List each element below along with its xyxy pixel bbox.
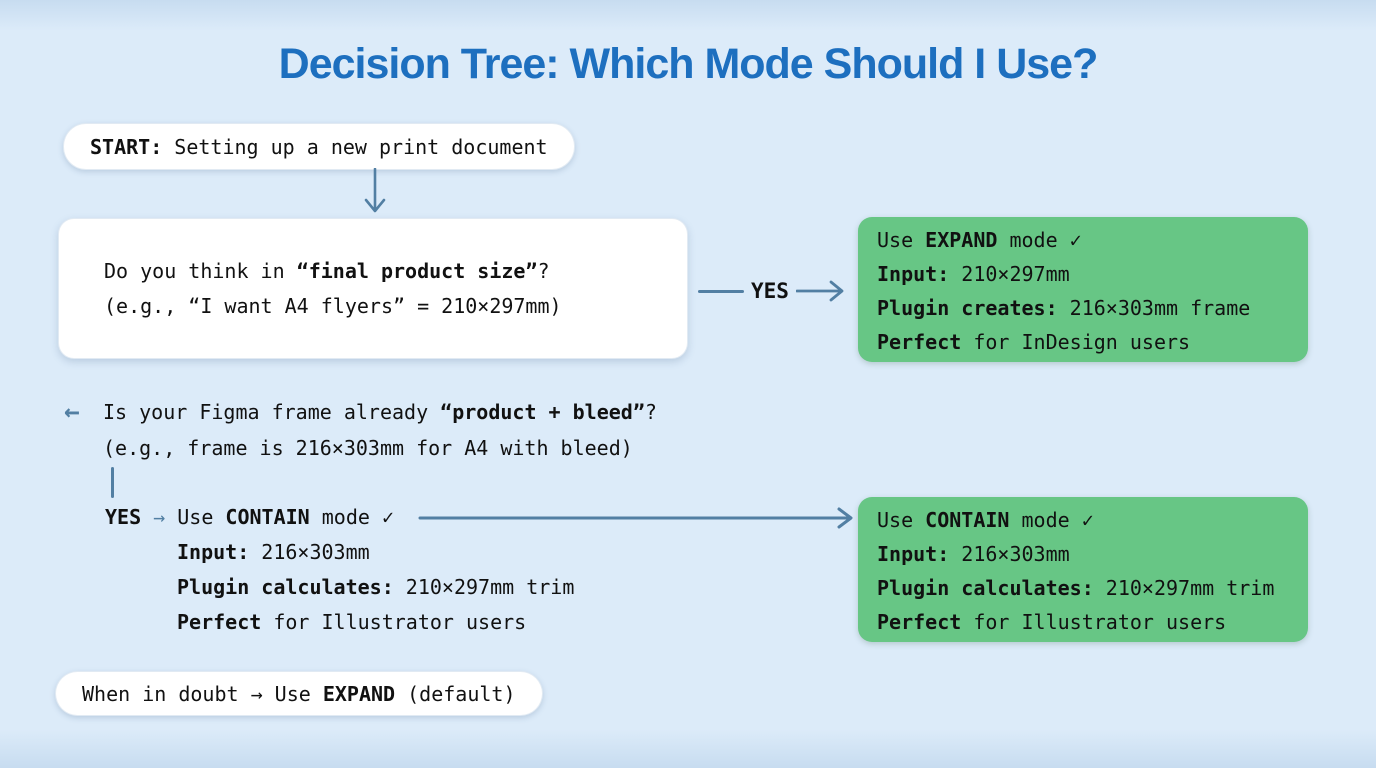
connector-line bbox=[698, 289, 744, 293]
yes-label-inline: YES bbox=[105, 505, 142, 529]
ci-perfect-bold: Perfect bbox=[177, 610, 262, 634]
contain-line-mode: Use CONTAIN mode ✓ bbox=[877, 503, 1308, 537]
ci-input-post: 216×303mm bbox=[249, 540, 370, 564]
expand-mode-post: mode ✓ bbox=[997, 228, 1082, 252]
ci-calc-post: 210×297mm trim bbox=[393, 575, 575, 599]
expand-line-creates: Plugin creates: 216×303mm frame bbox=[877, 291, 1308, 325]
question-final-size-card: Do you think in “final product size”? (e… bbox=[58, 218, 688, 359]
contain-perfect-bold: Perfect bbox=[877, 610, 962, 634]
expand-mode-bold: EXPAND bbox=[925, 228, 998, 252]
q1-line1-pre: Do you think in bbox=[104, 258, 297, 283]
arrow-down-icon bbox=[364, 168, 386, 213]
q2-line1-bold: “product + bleed” bbox=[440, 400, 645, 424]
contain-line-perfect: Perfect for Illustrator users bbox=[877, 605, 1308, 639]
q1-line1-post: ? bbox=[537, 258, 550, 283]
q1-line1-bold: “final product size” bbox=[296, 258, 538, 283]
ci-input-bold: Input: bbox=[177, 540, 250, 564]
contain-calc-bold: Plugin calculates: bbox=[877, 576, 1094, 600]
start-node-text: Setting up a new print document bbox=[162, 134, 548, 159]
note-post: (default) bbox=[395, 681, 516, 706]
yes-label: YES bbox=[751, 279, 789, 303]
page-title: Decision Tree: Which Mode Should I Use? bbox=[278, 40, 1099, 88]
question-bleed-line2: (e.g., frame is 216×303mm for A4 with bl… bbox=[103, 436, 633, 460]
result-expand-box: Use EXPAND mode ✓ Input: 210×297mm Plugi… bbox=[858, 217, 1308, 362]
contain-inline-pre: Use bbox=[177, 505, 226, 529]
question-bleed-text: Is your Figma frame already “product + b… bbox=[103, 394, 657, 466]
contain-input-post: 216×303mm bbox=[949, 542, 1070, 566]
expand-perfect-bold: Perfect bbox=[877, 330, 962, 354]
yes-connector-top: YES bbox=[698, 278, 850, 304]
contain-answer-line-input: Input: 216×303mm bbox=[177, 535, 574, 570]
expand-perfect-post: for InDesign users bbox=[961, 330, 1191, 354]
expand-line-perfect: Perfect for InDesign users bbox=[877, 325, 1308, 359]
start-node: START: Setting up a new print document bbox=[63, 123, 575, 170]
expand-input-bold: Input: bbox=[877, 262, 950, 286]
contain-perfect-post: for Illustrator users bbox=[961, 610, 1227, 634]
question-bleed-block: ← Is your Figma frame already “product +… bbox=[64, 394, 657, 466]
q2-line1-pre: Is your Figma frame already bbox=[103, 400, 441, 424]
q2-line1-post: ? bbox=[644, 400, 657, 424]
arrow-right-glyph: → bbox=[141, 505, 178, 529]
contain-input-bold: Input: bbox=[877, 542, 950, 566]
expand-line-mode: Use EXPAND mode ✓ bbox=[877, 223, 1308, 257]
contain-answer-line-mode: YES → Use CONTAIN mode ✓ bbox=[105, 500, 574, 535]
start-node-prefix: START: bbox=[90, 134, 163, 159]
contain-mode-post: mode ✓ bbox=[1009, 508, 1094, 532]
question-final-size-line1: Do you think in “final product size”? bbox=[104, 254, 687, 289]
question-final-size-line2: (e.g., “I want A4 flyers” = 210×297mm) bbox=[104, 293, 562, 318]
contain-mode-pre: Use bbox=[877, 508, 926, 532]
arrow-right-icon bbox=[795, 280, 844, 302]
expand-creates-bold: Plugin creates: bbox=[877, 296, 1058, 320]
question-bleed-line1: Is your Figma frame already “product + b… bbox=[103, 394, 657, 430]
vertical-connector-line bbox=[111, 467, 114, 498]
arrow-right-long-icon bbox=[418, 507, 853, 529]
default-note: When in doubt → Use EXPAND (default) bbox=[55, 671, 543, 716]
contain-calc-post: 210×297mm trim bbox=[1093, 576, 1275, 600]
ci-perfect-post: for Illustrator users bbox=[261, 610, 527, 634]
contain-answer-line-calculates: Plugin calculates: 210×297mm trim bbox=[177, 570, 574, 605]
contain-line-calculates: Plugin calculates: 210×297mm trim bbox=[877, 571, 1308, 605]
contain-inline-bold: CONTAIN bbox=[225, 505, 310, 529]
arrow-left-icon: ← bbox=[64, 397, 80, 427]
result-contain-box: Use CONTAIN mode ✓ Input: 216×303mm Plug… bbox=[858, 497, 1308, 642]
contain-line-input: Input: 216×303mm bbox=[877, 537, 1308, 571]
expand-mode-pre: Use bbox=[877, 228, 926, 252]
expand-line-input: Input: 210×297mm bbox=[877, 257, 1308, 291]
contain-inline-post: mode ✓ bbox=[309, 505, 395, 529]
ci-calc-bold: Plugin calculates: bbox=[177, 575, 394, 599]
note-pre: When in doubt → Use bbox=[82, 681, 323, 706]
contain-answer-block: YES → Use CONTAIN mode ✓ Input: 216×303m… bbox=[105, 500, 574, 640]
contain-answer-line-perfect: Perfect for Illustrator users bbox=[177, 605, 574, 640]
expand-creates-post: 216×303mm frame bbox=[1057, 296, 1251, 320]
expand-input-post: 210×297mm bbox=[949, 262, 1070, 286]
note-bold: EXPAND bbox=[322, 681, 396, 706]
contain-mode-bold: CONTAIN bbox=[925, 508, 1010, 532]
